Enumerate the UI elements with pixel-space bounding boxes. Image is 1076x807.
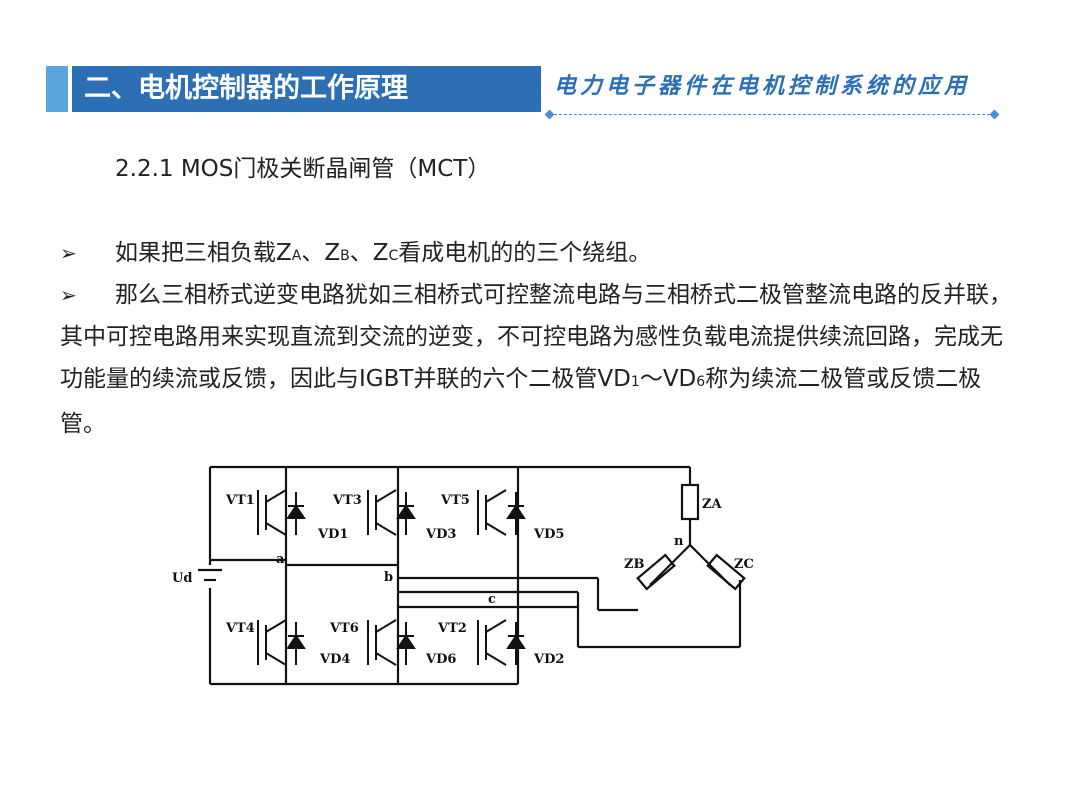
- label-vd3: VD3: [425, 527, 456, 542]
- label-vt2: VT2: [437, 621, 467, 636]
- node-n: n: [674, 534, 684, 549]
- upper-switch-group: [257, 489, 526, 536]
- label-vd5: VD5: [533, 527, 564, 542]
- bullet-marker: ➢: [60, 283, 77, 307]
- header-subtitle: 电力电子器件在电机控制系统的应用: [554, 73, 971, 99]
- label-vd1: VD1: [317, 527, 348, 542]
- label-vt6: VT6: [329, 621, 359, 636]
- node-c: c: [488, 592, 496, 607]
- bullet-1-text: 如果把三相负载ZA、ZB、ZC看成电机的的三个绕组。: [115, 240, 652, 266]
- bullet-paragraph-1: ➢ 如果把三相负载ZA、ZB、ZC看成电机的的三个绕组。: [60, 232, 1020, 277]
- header-title-bar: [72, 66, 541, 112]
- section-heading: 2.2.1 MOS门极关断晶闸管（MCT）: [115, 156, 491, 182]
- label-vt1: VT1: [225, 493, 255, 508]
- label-vd2: VD2: [533, 652, 564, 667]
- node-a: a: [276, 552, 285, 567]
- label-zc: ZC: [734, 557, 754, 572]
- divider-left-dot: [544, 109, 555, 120]
- label-ud: Ud: [172, 571, 192, 586]
- header-accent-block: [46, 66, 68, 112]
- lower-switch-group: [257, 619, 526, 666]
- divider-right-dot: [989, 109, 1000, 120]
- bullet-marker: ➢: [60, 241, 77, 265]
- header-title: 二、电机控制器的工作原理: [84, 73, 408, 104]
- node-b: b: [384, 570, 393, 585]
- label-vd6: VD6: [425, 652, 456, 667]
- three-phase-inverter-circuit: VT1 VT3 VT5 VD1 VD3 VD5 VT4 VT6 VT2 VD4 …: [172, 465, 754, 686]
- header-divider-line: [549, 114, 995, 115]
- label-zb: ZB: [624, 557, 644, 572]
- label-za: ZA: [702, 497, 722, 512]
- label-vd4: VD4: [319, 652, 350, 667]
- bullet-paragraph-2: ➢那么三相桥式逆变电路犹如三相桥式可控整流电路与三相桥式二极管整流电路的反并联，…: [60, 274, 1020, 445]
- label-vt3: VT3: [332, 493, 362, 508]
- bullet-2-text: 那么三相桥式逆变电路犹如三相桥式可控整流电路与三相桥式二极管整流电路的反并联，其…: [60, 282, 1012, 437]
- label-vt5: VT5: [440, 493, 470, 508]
- label-vt4: VT4: [225, 621, 255, 636]
